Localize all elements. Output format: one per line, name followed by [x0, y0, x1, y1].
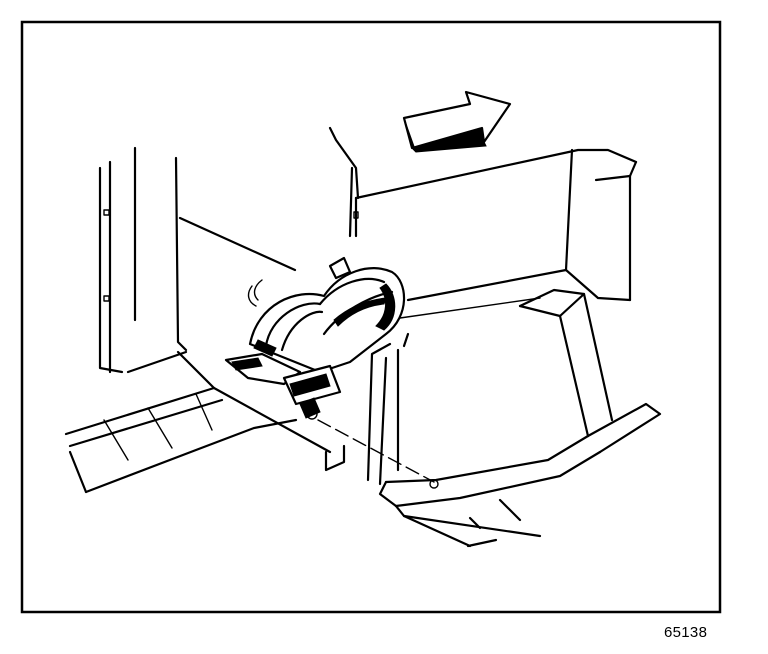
frame-rail: [64, 350, 346, 494]
forward-direction-arrow: [402, 90, 512, 153]
alignment-centerline: [317, 419, 435, 483]
illustration-frame: [20, 20, 722, 614]
left-pillar: [98, 146, 188, 374]
tank-housing: [178, 126, 638, 319]
figure-number: 65138: [664, 624, 708, 641]
spare-tire-hoist: [224, 256, 406, 420]
rear-crossmember: [366, 288, 662, 548]
